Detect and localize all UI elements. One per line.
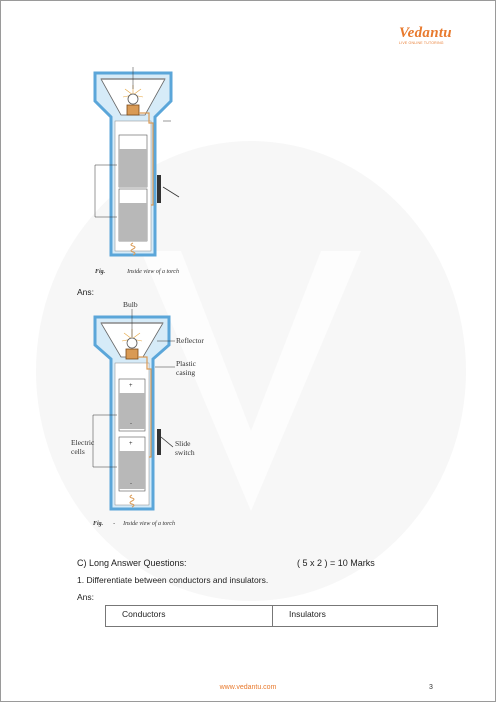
label-casing: casing <box>176 368 195 377</box>
ans-label-1: Ans: <box>77 287 95 297</box>
page-number: 3 <box>429 684 433 691</box>
question-1: 1. Differentiate between conductors and … <box>77 575 269 585</box>
svg-text:-: - <box>130 421 132 427</box>
figure2-caption: Fig. - Inside view of a torch <box>93 521 175 527</box>
table-header-insulators: Insulators <box>289 609 326 619</box>
label-switch: switch <box>175 448 195 457</box>
table-header-conductors: Conductors <box>106 606 273 626</box>
logo-text: Vedantu <box>399 25 452 41</box>
label-electric: Electric <box>71 438 95 447</box>
section-c-marks: ( 5 x 2 ) = 10 Marks <box>297 558 375 568</box>
section-c-heading: C) Long Answer Questions: <box>77 558 187 568</box>
label-reflector: Reflector <box>176 336 204 345</box>
footer-url[interactable]: www.vedantu.com <box>219 684 277 691</box>
label-plastic: Plastic <box>176 359 197 368</box>
svg-text:+: + <box>129 383 133 389</box>
torch-diagram-unlabelled <box>93 67 180 257</box>
label-slide: Slide <box>175 439 191 448</box>
figure2-caption-text: Inside view of a torch <box>123 521 175 527</box>
svg-text:-: - <box>130 481 132 487</box>
svg-text:+: + <box>129 441 133 447</box>
figure1-caption-text: Inside view of a torch <box>127 269 179 275</box>
logo-tagline: LIVE ONLINE TUTORING <box>399 41 444 45</box>
figure1-caption: Fig. Inside view of a torch <box>95 269 179 275</box>
ans-label-2: Ans: <box>77 592 95 602</box>
torch-diagram-labelled: + - + - Bulb Reflector Plastic casing El… <box>71 300 204 511</box>
figure1-caption-fig: Fig. <box>95 269 106 275</box>
figure2-caption-fig: Fig. <box>93 521 104 527</box>
comparison-table: Conductors Insulators <box>105 605 438 627</box>
figure2-caption-dash: - <box>113 521 116 527</box>
label-bulb: Bulb <box>123 300 138 309</box>
label-cells: cells <box>71 447 85 456</box>
vedantu-logo: Vedantu LIVE ONLINE TUTORING <box>399 25 455 45</box>
